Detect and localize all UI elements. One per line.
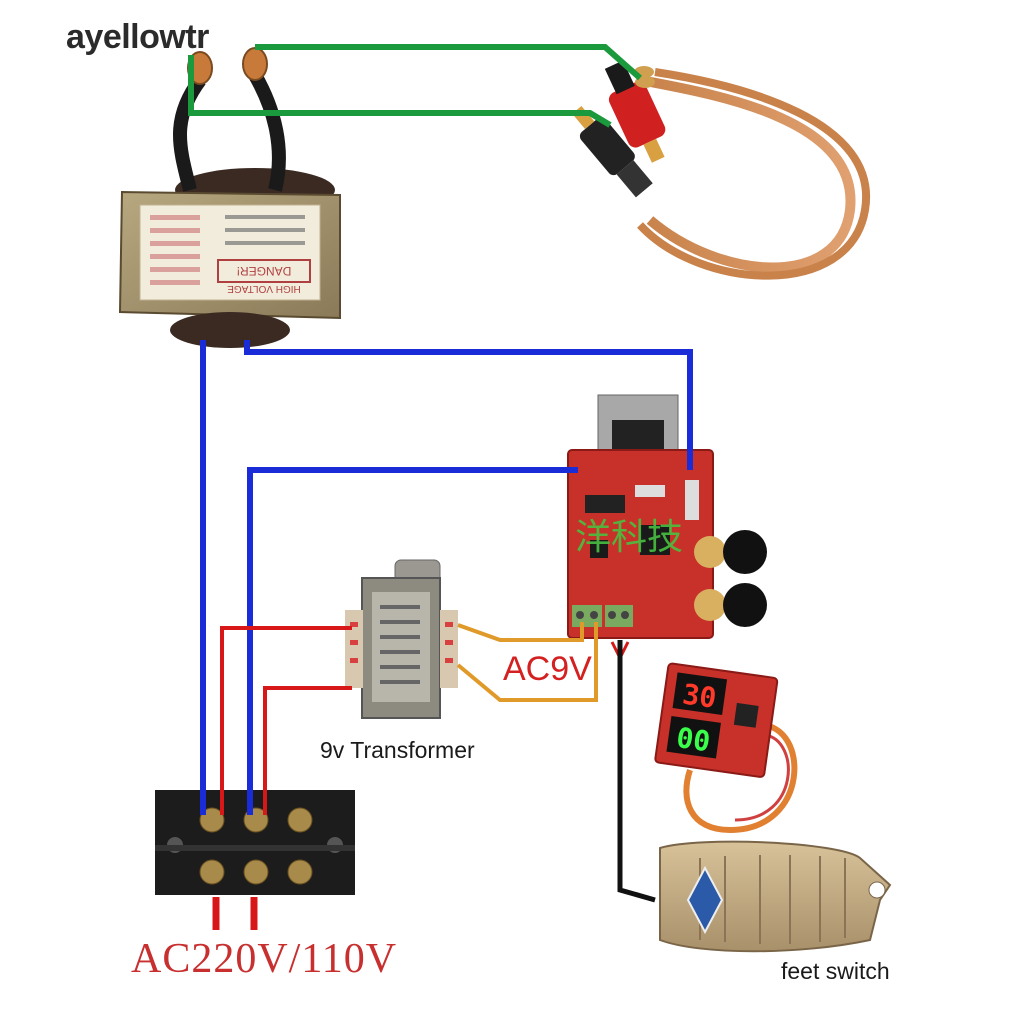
- display-top-digits: 30: [680, 677, 718, 714]
- main-transformer: DANGER! HIGH VOLTAGE: [118, 47, 341, 348]
- display-module: 30 00: [654, 662, 798, 834]
- terminal-block: [155, 790, 355, 895]
- blue-wires: [200, 340, 693, 815]
- watermark-text: ayellowtr: [66, 18, 209, 56]
- feet-switch-label: feet switch: [781, 958, 890, 984]
- ac9v-wires: [456, 622, 598, 702]
- high-voltage-text: HIGH VOLTAGE: [227, 283, 301, 294]
- red-wires: [212, 626, 630, 930]
- mains-voltage-label: AC220V/110V: [131, 936, 398, 982]
- black-wire: [617, 640, 656, 903]
- green-wires: [188, 44, 642, 128]
- board-chinese-text: 洋科技: [575, 517, 684, 558]
- 9v-transformer-label: 9v Transformer: [320, 737, 475, 763]
- foot-switch: [659, 840, 892, 953]
- control-board: [567, 394, 767, 639]
- danger-text: DANGER!: [237, 264, 292, 278]
- welding-electrodes: [572, 60, 871, 280]
- display-bottom-digits: 00: [674, 721, 712, 758]
- 9v-transformer: [345, 559, 458, 719]
- ac9v-label: AC9V: [503, 650, 592, 688]
